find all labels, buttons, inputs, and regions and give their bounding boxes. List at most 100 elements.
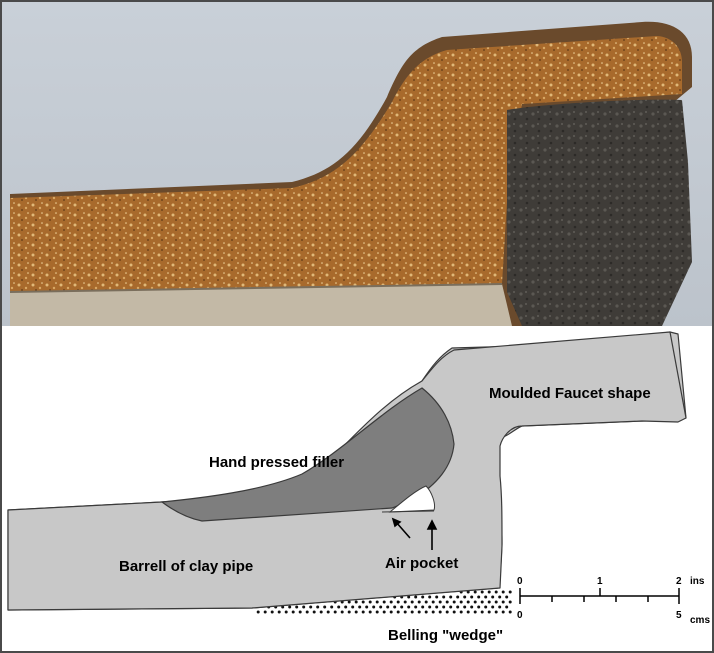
stipple-dot (299, 611, 302, 614)
stipple-dot (491, 606, 494, 609)
stipple-dot (446, 601, 449, 604)
stipple-dot (495, 611, 498, 614)
stipple-dot (453, 611, 456, 614)
stipple-dot (453, 601, 456, 604)
stipple-dot (257, 611, 260, 614)
stipple-dot (302, 606, 305, 609)
stipple-dot (330, 606, 333, 609)
stipple-dot (400, 606, 403, 609)
stipple-dot (411, 611, 414, 614)
stipple-dot (271, 611, 274, 614)
stipple-dot (502, 611, 505, 614)
stipple-dot (418, 611, 421, 614)
label-barrel: Barrell of clay pipe (119, 558, 253, 575)
stipple-dot (383, 601, 386, 604)
stipple-dot (383, 611, 386, 614)
stipple-dot (491, 596, 494, 599)
scale-bar (520, 588, 679, 604)
stipple-dot (327, 611, 330, 614)
stipple-dot (470, 606, 473, 609)
stipple-dot (411, 601, 414, 604)
stipple-dot (435, 606, 438, 609)
stipple-dot (351, 606, 354, 609)
label-hand-pressed-filler: Hand pressed filler (209, 454, 344, 471)
stipple-dot (407, 606, 410, 609)
stipple-dot (449, 596, 452, 599)
stipple-dot (355, 601, 358, 604)
stipple-dot (362, 601, 365, 604)
stipple-dot (404, 601, 407, 604)
stipple-dot (502, 601, 505, 604)
stipple-dot (425, 601, 428, 604)
stipple-dot (288, 606, 291, 609)
stipple-dot (348, 601, 351, 604)
stipple-dot (460, 611, 463, 614)
stipple-dot (428, 606, 431, 609)
stipple-dot (376, 601, 379, 604)
scale-cm-5: 5 (676, 610, 682, 621)
stipple-dot (358, 606, 361, 609)
stipple-dot (442, 596, 445, 599)
stipple-dot (498, 606, 501, 609)
stipple-dot (467, 611, 470, 614)
stipple-dot (477, 606, 480, 609)
stipple-dot (509, 611, 512, 614)
stipple-dot (376, 611, 379, 614)
scale-inch-2: 2 (676, 576, 682, 587)
stipple-dot (439, 611, 442, 614)
stipple-dot (474, 601, 477, 604)
stipple-dot (456, 606, 459, 609)
stipple-dot (509, 601, 512, 604)
stipple-dot (467, 601, 470, 604)
stipple-dot (341, 611, 344, 614)
stipple-dot (439, 601, 442, 604)
stipple-dot (421, 596, 424, 599)
stipple-dot (414, 596, 417, 599)
stipple-dot (278, 611, 281, 614)
stipple-dot (362, 611, 365, 614)
stipple-dot (365, 606, 368, 609)
stipple-dot (477, 596, 480, 599)
stipple-dot (495, 601, 498, 604)
stipple-dot (488, 611, 491, 614)
stipple-dot (323, 606, 326, 609)
stipple-dot (306, 611, 309, 614)
stipple-dot (442, 606, 445, 609)
stipple-dot (505, 606, 508, 609)
stipple-dot (463, 596, 466, 599)
stipple-dot (481, 601, 484, 604)
stipple-dot (372, 606, 375, 609)
stipple-dot (355, 611, 358, 614)
stipple-dot (337, 606, 340, 609)
stipple-dot (463, 606, 466, 609)
stipple-dot (449, 606, 452, 609)
stipple-dot (369, 601, 372, 604)
stipple-dot (313, 611, 316, 614)
stipple-dot (292, 611, 295, 614)
scale-inches-unit: ins (690, 576, 705, 587)
stipple-dot (379, 606, 382, 609)
stipple-dot (390, 601, 393, 604)
stipple-dot (316, 606, 319, 609)
stipple-dot (390, 611, 393, 614)
stipple-dot (481, 591, 484, 594)
stipple-dot (344, 606, 347, 609)
stipple-dot (418, 601, 421, 604)
scale-inch-1: 1 (597, 576, 603, 587)
scale-cms-unit: cms (690, 615, 710, 626)
stipple-dot (509, 591, 512, 594)
stipple-dot (488, 601, 491, 604)
stipple-dot (498, 596, 501, 599)
stipple-dot (404, 611, 407, 614)
stipple-dot (421, 606, 424, 609)
stipple-dot (446, 611, 449, 614)
stipple-dot (484, 596, 487, 599)
stipple-dot (495, 591, 498, 594)
stipple-dot (386, 606, 389, 609)
stipple-dot (456, 596, 459, 599)
label-belling-wedge: Belling "wedge" (388, 627, 503, 644)
stipple-dot (397, 601, 400, 604)
stipple-dot (474, 611, 477, 614)
stipple-dot (432, 601, 435, 604)
